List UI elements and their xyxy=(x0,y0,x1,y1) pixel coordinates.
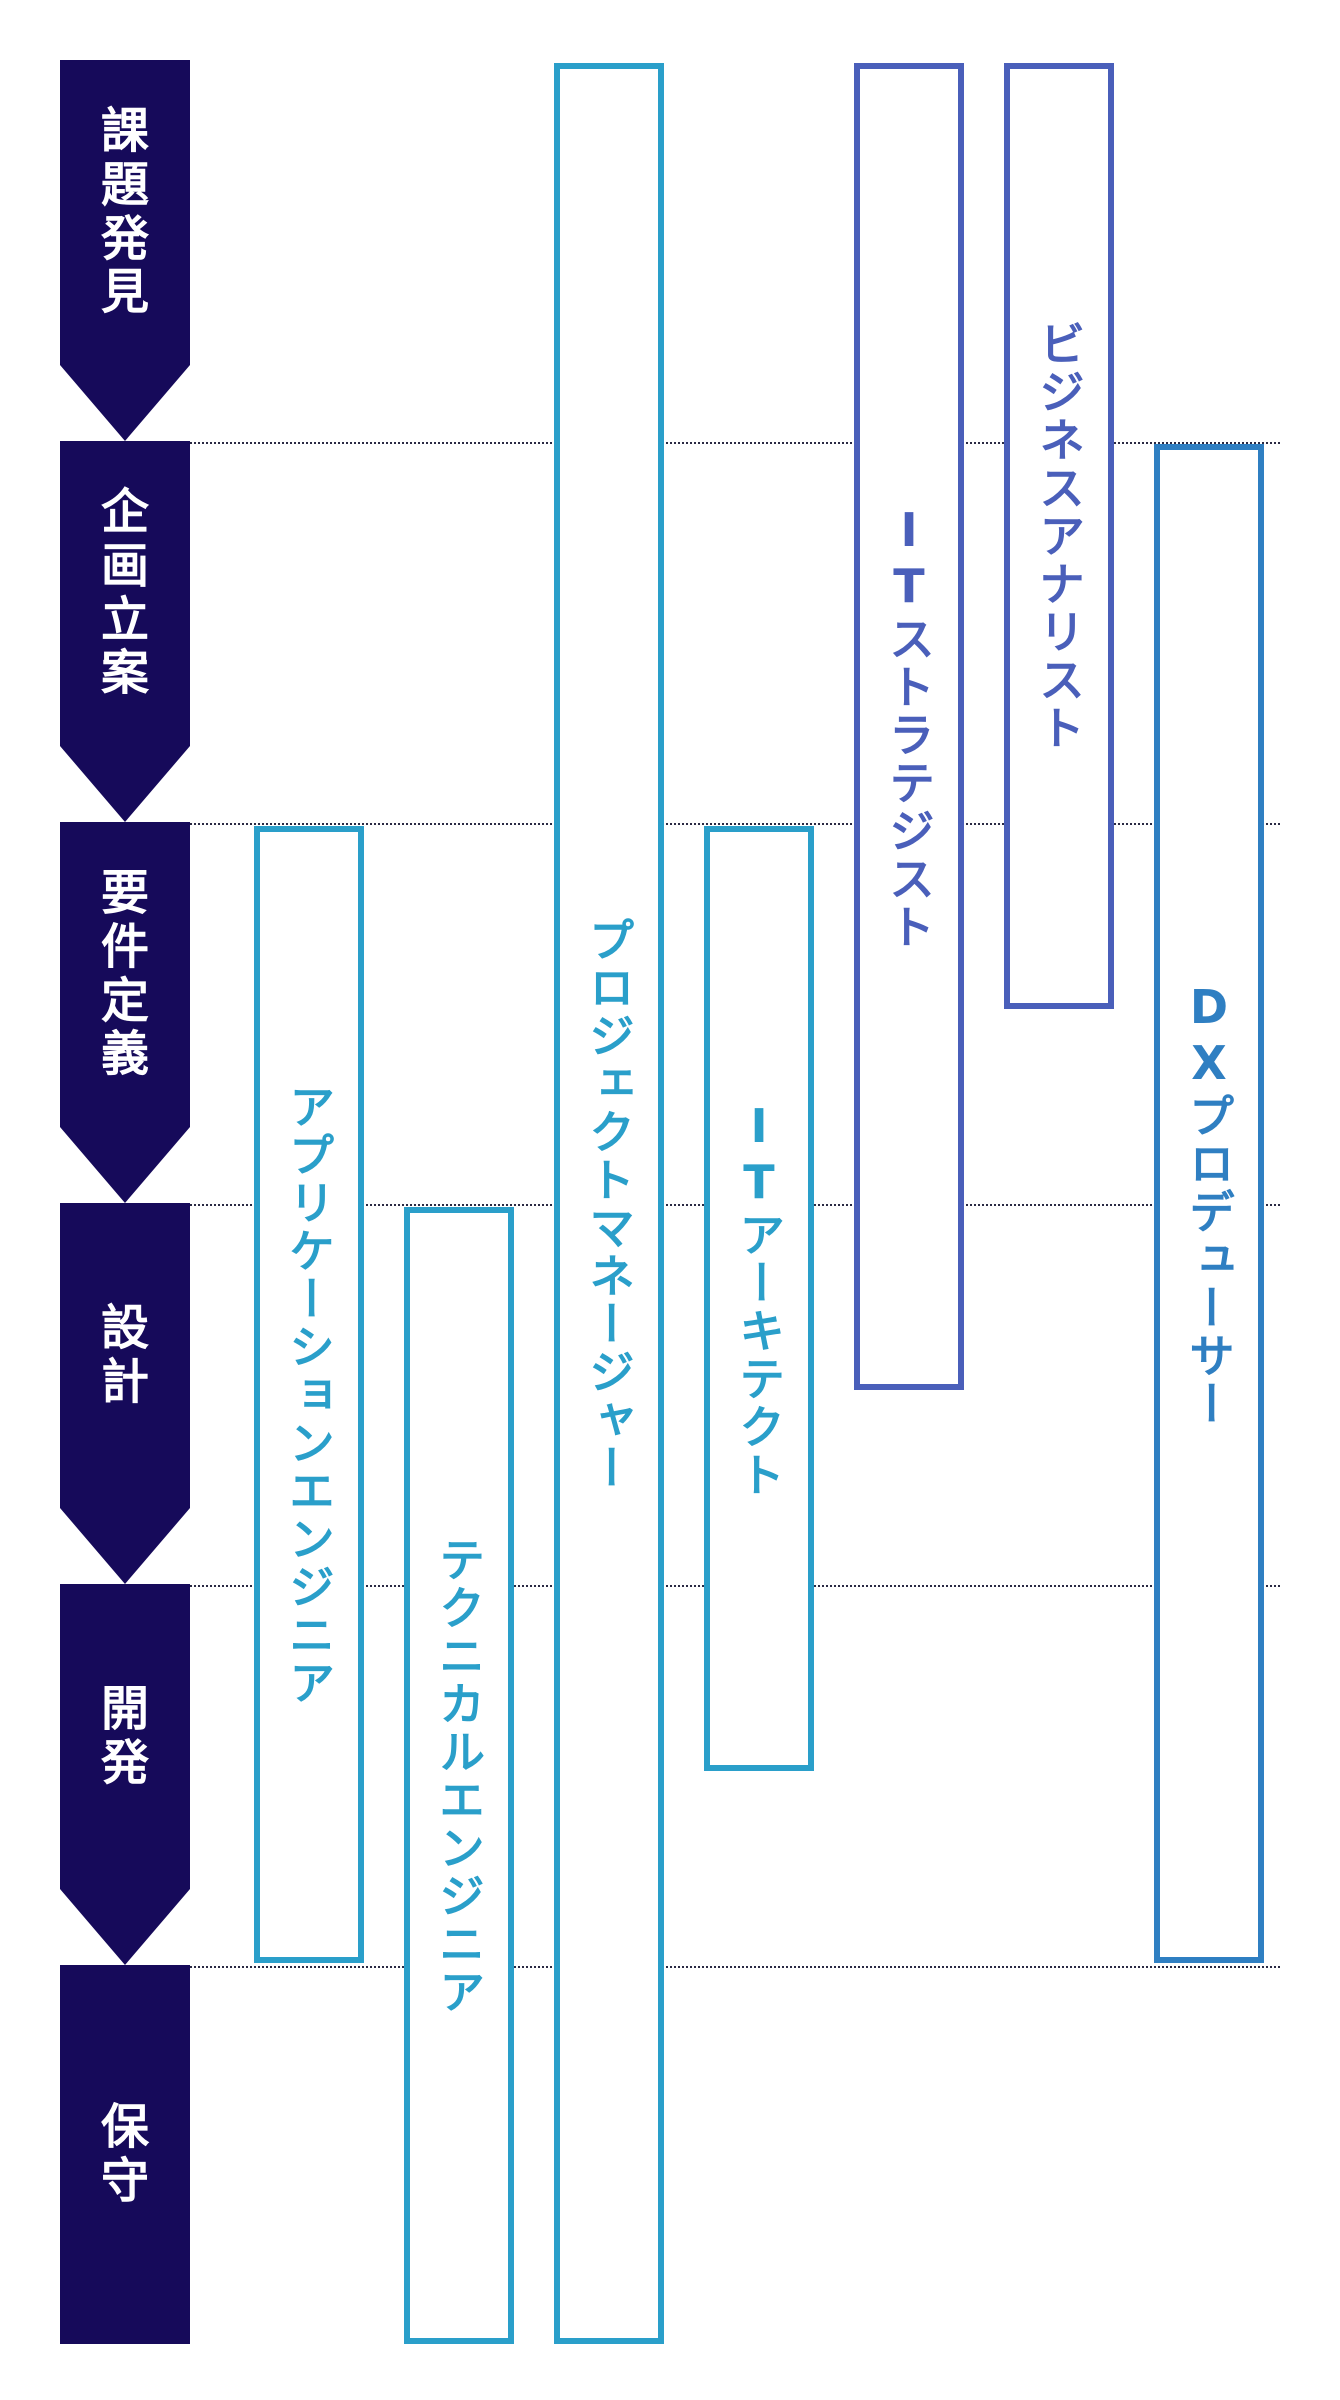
role-label: ITストラテジスト xyxy=(882,502,936,951)
phase-requirements: 要件定義 xyxy=(60,822,190,1203)
phase-label-char: 義 xyxy=(100,1026,149,1083)
phase-label-char: 設 xyxy=(100,1299,149,1356)
phase-label-char: 保 xyxy=(100,2098,149,2155)
phase-guide-1 xyxy=(190,442,1280,444)
phase-label-char: 計 xyxy=(100,1353,149,1410)
phase-label-char: 発 xyxy=(100,1734,149,1791)
phase-label: 保守 xyxy=(60,1965,190,2344)
phase-label-char: 案 xyxy=(100,645,149,702)
phase-chevron-shape xyxy=(60,822,190,1203)
phase-label-char: 課 xyxy=(100,103,149,159)
phase-guide-5 xyxy=(190,1966,1280,1968)
phase-label: 課題発見 xyxy=(60,60,190,365)
role-label: ITアーキテクト xyxy=(732,1098,786,1499)
phase-label-char: 定 xyxy=(100,972,149,1029)
phase-design: 設計 xyxy=(60,1203,190,1584)
phase-maintenance: 保守 xyxy=(60,1965,190,2344)
phase-chevron-shape xyxy=(60,441,190,822)
phase-label-char: 要 xyxy=(100,865,149,921)
phase-chevron-shape xyxy=(60,1584,190,1965)
phase-chevron-shape xyxy=(60,1203,190,1584)
phase-label: 企画立案 xyxy=(60,441,190,746)
phase-label-char: 立 xyxy=(100,591,149,648)
role-label: ビジネスアナリスト xyxy=(1032,320,1086,752)
role-label: アプリケーションエンジニア xyxy=(282,1082,336,1707)
phase-rect-shape xyxy=(60,1965,190,2344)
phase-label-char: 守 xyxy=(100,2152,149,2209)
role-dx-producer: DXプロデューサー xyxy=(1154,444,1264,1963)
phase-guide-2 xyxy=(190,823,1280,825)
role-label: テクニカルエンジニア xyxy=(432,1535,486,2016)
phase-development: 開発 xyxy=(60,1584,190,1965)
phase-label-char: 題 xyxy=(100,156,149,213)
role-technical-engineer: テクニカルエンジニア xyxy=(404,1207,514,2344)
role-it-architect: ITアーキテクト xyxy=(704,826,814,1771)
role-business-analyst: ビジネスアナリスト xyxy=(1004,63,1114,1009)
phase-planning: 企画立案 xyxy=(60,441,190,822)
phase-label-char: 画 xyxy=(100,537,149,594)
role-label: DXプロデューサー xyxy=(1182,979,1236,1428)
phase-issue-discovery: 課題発見 xyxy=(60,60,190,441)
role-it-strategist: ITストラテジスト xyxy=(854,63,964,1390)
phase-label: 開発 xyxy=(60,1584,190,1889)
phase-chevron-shape xyxy=(60,60,190,441)
phase-label-char: 発 xyxy=(100,210,149,267)
phase-label-char: 件 xyxy=(100,918,149,975)
role-application-engineer: アプリケーションエンジニア xyxy=(254,826,364,1963)
phase-label-char: 企 xyxy=(100,484,149,540)
phase-label: 設計 xyxy=(60,1203,190,1508)
phase-label: 要件定義 xyxy=(60,822,190,1127)
phase-label-char: 開 xyxy=(100,1680,149,1737)
role-project-manager: プロジェクトマネージャー xyxy=(554,63,664,2344)
role-label: プロジェクトマネージャー xyxy=(582,915,636,1492)
phase-label-char: 見 xyxy=(100,264,149,321)
